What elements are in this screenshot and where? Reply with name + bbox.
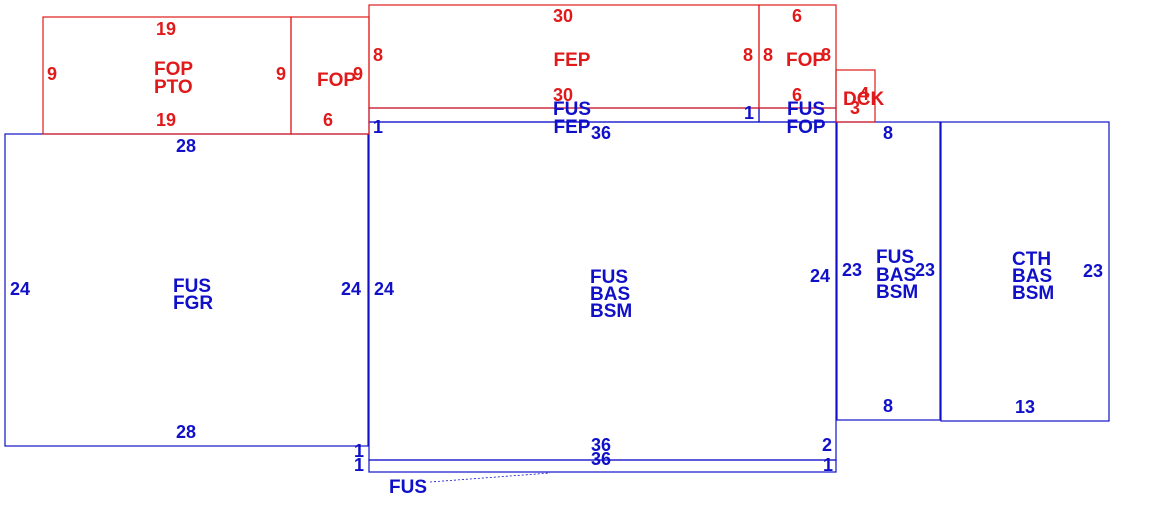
fus-bas-bsm-label-line3: BSM [876, 282, 918, 303]
fop-pto-dim-left: 9 [47, 64, 57, 84]
fus-fgr-dim-top: 28 [176, 136, 196, 156]
fus-fgr-dim-left: 24 [10, 279, 30, 299]
fus-bas-bsm-dim-left: 23 [842, 260, 862, 280]
fop-right-label: FOP [786, 50, 825, 71]
fep-label: FEP [554, 50, 591, 71]
main-label-line3: BSM [590, 301, 632, 322]
main-dim-corner-right: 2 [822, 435, 832, 455]
fus-bas-bsm-dim-bottom: 8 [883, 396, 893, 416]
dck-label: DCK [843, 89, 884, 110]
dck-dim-left: 3 [850, 98, 860, 118]
fop-right-dim-left: 8 [763, 45, 773, 65]
fus-leader-line [429, 472, 551, 483]
fus-fop-label-line1: FUS [787, 99, 825, 120]
main-label-line2: BAS [590, 284, 630, 305]
fus-fep-dim-right: 1 [744, 103, 754, 123]
fop-right-outline [758, 4, 837, 109]
cth-bas-bsm-label-line1: CTH [1012, 249, 1051, 270]
fep-dim-bottom: 30 [553, 85, 573, 105]
dck-outline [835, 69, 876, 123]
existing-labels: FUS FEP 1 1 FUS FOP 28 FUS FGR 24 24 28 … [10, 99, 1103, 498]
fop-small-dim-right: 9 [353, 64, 363, 84]
fus-fgr-dim-bottom: 28 [176, 422, 196, 442]
bottom-strip-label: FUS [389, 477, 427, 498]
cth-bas-bsm-dim-right: 23 [1083, 261, 1103, 281]
fus-bas-bsm-outline [836, 121, 941, 421]
fus-bas-bsm-dim-top: 8 [883, 123, 893, 143]
fop-pto-dim-right: 9 [276, 64, 286, 84]
fus-fep-label-line1: FUS [553, 99, 591, 120]
fep-dim-right: 8 [743, 45, 753, 65]
existing-outlines [4, 107, 1110, 483]
fop-small-label: FOP [317, 70, 356, 91]
fus-fop-label-line2: FOP [786, 117, 825, 138]
fus-bas-bsm-label-line1: FUS [876, 247, 914, 268]
cth-bas-bsm-outline [940, 121, 1110, 422]
fop-pto-dim-bottom: 19 [156, 110, 176, 130]
fus-fgr-dim-right: 24 [341, 279, 361, 299]
fop-pto-label-line2: PTO [154, 77, 193, 98]
main-dim-right: 24 [810, 266, 830, 286]
dck-dim-top: 4 [859, 84, 869, 104]
fop-pto-dim-top: 19 [156, 19, 176, 39]
fep-dim-left: 8 [373, 45, 383, 65]
fop-right-dim-top: 6 [792, 6, 802, 26]
cth-bas-bsm-label-line2: BAS [1012, 266, 1052, 287]
fop-right-dim-right: 8 [821, 45, 831, 65]
main-dim-top: 36 [591, 123, 611, 143]
fus-fep-dim-left: 1 [373, 117, 383, 137]
fop-pto-label-line1: FOP [154, 59, 193, 80]
fep-dim-top: 30 [553, 6, 573, 26]
bottom-strip-dim-right: 1 [823, 455, 833, 475]
main-dim-corner-left: 1 [354, 441, 364, 461]
bottom-strip-dim: 36 [591, 449, 611, 469]
fus-bas-bsm-dim-right: 23 [915, 260, 935, 280]
fus-fep-label-line2: FEP [554, 117, 591, 138]
fus-bas-bsm-label-line2: BAS [876, 265, 916, 286]
cth-bas-bsm-label-line3: BSM [1012, 283, 1054, 304]
proposed-labels: 19 FOP PTO 9 9 19 FOP 9 6 30 FEP 8 8 30 … [47, 6, 884, 130]
main-dim-left: 24 [374, 279, 394, 299]
fus-fgr-label-line1: FUS [173, 276, 211, 297]
bottom-strip-outline [368, 459, 837, 473]
fus-fgr-label-line2: FGR [173, 293, 213, 314]
main-label-line1: FUS [590, 267, 628, 288]
fop-small-dim-bottom: 6 [323, 110, 333, 130]
bottom-strip-dim-left: 1 [354, 455, 364, 475]
fop-right-dim-bottom: 6 [792, 85, 802, 105]
cth-bas-bsm-dim-bottom: 13 [1015, 397, 1035, 417]
proposed-outlines [42, 4, 876, 135]
main-dim-bottom: 36 [591, 435, 611, 455]
